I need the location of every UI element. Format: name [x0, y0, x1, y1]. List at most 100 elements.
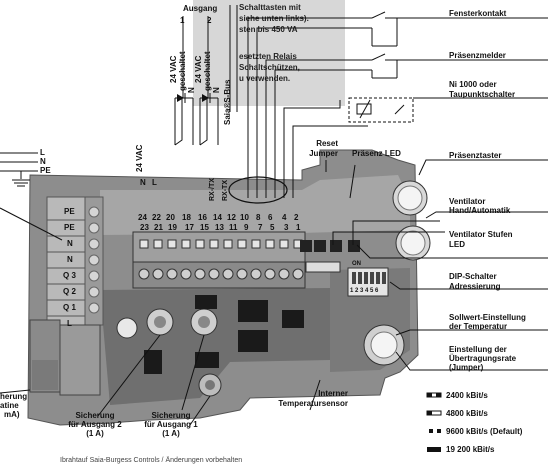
dip-on: ON — [352, 261, 361, 267]
label-taupunkt: Taupunktschalter — [449, 90, 516, 99]
dip-switch — [347, 267, 389, 297]
term-num: 12 — [227, 213, 236, 222]
baud-19200: 19 200 kBit/s — [446, 445, 495, 454]
label-reset-jumper: Jumper — [309, 149, 338, 158]
n-1: N — [187, 87, 196, 93]
footer: Ibrahtauf Saia-Burgess Controls / Änderu… — [60, 457, 243, 464]
leader-lines — [0, 5, 548, 426]
term-num: 9 — [244, 223, 249, 232]
label-n: N — [40, 157, 46, 166]
baud-4800: 4800 kBit/s — [446, 409, 488, 418]
term-num: 11 — [229, 223, 238, 232]
relays — [29, 319, 101, 396]
note-line: Schalttasten mit — [239, 3, 301, 12]
term-num: 4 — [282, 213, 287, 222]
term-num: 15 — [200, 223, 209, 232]
n-2: N — [212, 87, 221, 93]
term-top-l: L — [152, 178, 157, 187]
label-temperatur: der Temperatur — [449, 322, 508, 331]
sich2-title: Sicherung — [75, 411, 115, 420]
term-pe-2: PE — [64, 223, 75, 232]
push-buttons — [363, 180, 431, 366]
led-connectors — [300, 240, 360, 273]
sichL-platine: atine — [0, 401, 19, 410]
term-num: 5 — [270, 223, 275, 232]
sichL-title: herung — [0, 392, 28, 401]
vac-1: 24 VAC — [169, 55, 178, 83]
label-temperatursensor: Temperatursensor — [278, 399, 348, 408]
term-n-1: N — [67, 239, 73, 248]
baud-2400: 2400 kBit/s — [446, 391, 488, 400]
rx-tx-1: RX-/TX — [209, 178, 216, 201]
term-num: 6 — [268, 213, 273, 222]
baud-symbols — [426, 392, 442, 452]
sich1-title: Sicherung — [151, 411, 191, 420]
term-n-2: N — [67, 255, 73, 264]
label-einstellung: Einstellung der — [449, 345, 507, 354]
geschaltet-1: geschaltet — [178, 51, 187, 91]
label-jumper: (Jumper) — [449, 363, 484, 372]
note-line: u verwenden. — [239, 74, 291, 83]
term-num: 18 — [182, 213, 191, 222]
term-top-n: N — [140, 178, 146, 187]
label-stufen: Ventilator Stufen — [449, 230, 513, 239]
term-num: 24 — [138, 213, 147, 222]
term-num: 2 — [294, 213, 299, 222]
label-hand-auto: Hand/Automatik — [449, 206, 511, 215]
term-q2: Q 2 — [63, 287, 76, 296]
label-adressierung: Adressierung — [449, 282, 501, 291]
term-num: 23 — [140, 223, 149, 232]
sich1-amp: (1 A) — [162, 429, 180, 438]
term-num: 7 — [258, 223, 263, 232]
dip-numbers: 1 2 3 4 5 6 — [350, 288, 379, 294]
label-reset: Reset — [316, 139, 338, 148]
term-q1: Q 1 — [63, 303, 76, 312]
label-interner: Interner — [318, 389, 348, 398]
term-num: 21 — [154, 223, 163, 232]
left-terminal-block — [46, 196, 104, 326]
ausgang-2: 2 — [207, 16, 212, 25]
term-num: 19 — [168, 223, 177, 232]
term-num: 3 — [284, 223, 289, 232]
label-uebertragungsrate: Übertragungsrate — [449, 354, 517, 363]
label-fensterkontakt: Fensterkontakt — [449, 9, 507, 18]
term-num: 20 — [166, 213, 175, 222]
term-num: 1 — [296, 223, 301, 232]
label-dip: DIP-Schalter — [449, 272, 497, 281]
geschaltet-2: geschaltet — [203, 51, 212, 91]
label-ni1000: Ni 1000 oder — [449, 80, 497, 89]
vac-2: 24 VAC — [194, 55, 203, 83]
note-line: Schaltschützen, — [239, 63, 300, 72]
note-line: esetzten Relais — [239, 52, 297, 61]
term-num: 22 — [152, 213, 161, 222]
sichL-amp: mA) — [4, 410, 20, 419]
label-praesenztaster: Präsenztaster — [449, 151, 502, 160]
ics — [144, 295, 304, 374]
ni1000-sensor — [348, 97, 414, 123]
term-num: 10 — [240, 213, 249, 222]
ausgang-1: 1 — [180, 16, 185, 25]
label-praesenzmelder: Präsenzmelder — [449, 51, 506, 60]
label-ventilator: Ventilator — [449, 197, 486, 206]
note-line: sten bis 450 VA — [239, 25, 298, 34]
term-pe-1: PE — [64, 207, 75, 216]
label-l: L — [40, 148, 45, 157]
label-stufen-led: LED — [449, 240, 465, 249]
vac-left: 24 VAC — [135, 144, 144, 172]
term-l: L — [67, 319, 72, 328]
bus-ellipse — [228, 176, 288, 204]
term-q3: Q 3 — [63, 271, 76, 280]
term-num: 8 — [256, 213, 261, 222]
fuses — [116, 308, 222, 397]
term-num: 13 — [215, 223, 224, 232]
sich2-amp: (1 A) — [86, 429, 104, 438]
label-pe: PE — [40, 166, 51, 175]
term-num: 16 — [198, 213, 207, 222]
ausgang-title: Ausgang — [183, 4, 218, 13]
sich1-for: für Ausgang 1 — [144, 420, 198, 429]
label-sollwert: Sollwert-Einstellung — [449, 313, 526, 322]
label-praesenz-led: Präsenz LED — [352, 149, 401, 158]
saia-bus: Saia®S-Bus — [223, 79, 232, 125]
